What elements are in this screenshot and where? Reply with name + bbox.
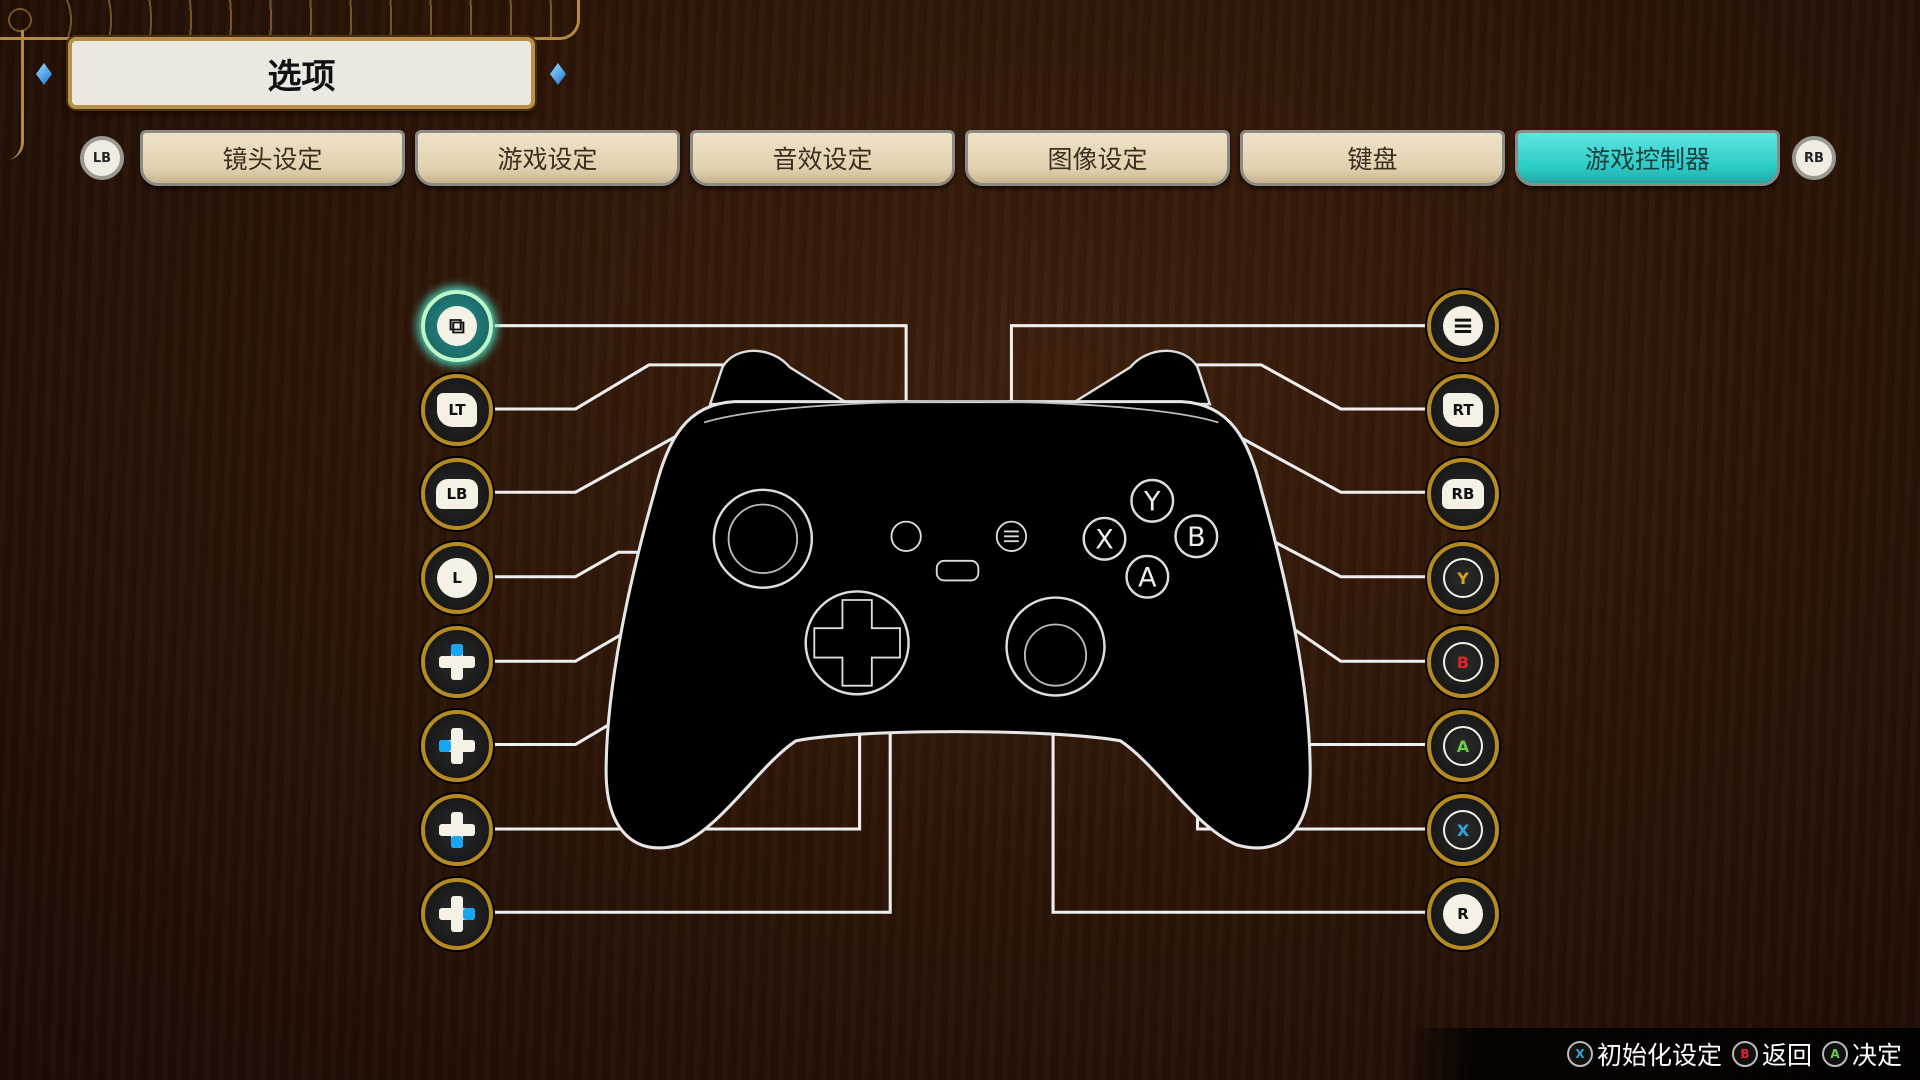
right-trigger-icon: RT — [1443, 393, 1483, 427]
page-title: 选项 — [68, 37, 535, 109]
gem-left-icon — [36, 63, 52, 85]
share-button — [935, 559, 980, 582]
right-stick-icon: R — [1443, 894, 1483, 934]
x-button-icon: X — [1443, 810, 1483, 850]
dpad-right-icon — [439, 896, 475, 932]
b-button-icon: B — [1731, 1041, 1758, 1067]
mapping-menu-button[interactable]: ≡ — [1427, 290, 1499, 362]
dpad — [804, 590, 910, 696]
prev-tab-lb-button[interactable]: LB — [80, 136, 124, 180]
tab-2[interactable]: 音效设定 — [690, 130, 955, 186]
mapping-rb-button[interactable]: RB — [1427, 458, 1499, 530]
hint-label: 初始化设定 — [1596, 1041, 1722, 1070]
gem-right-icon — [550, 63, 566, 85]
tab-3[interactable]: 图像设定 — [965, 130, 1230, 186]
mapping-b-button[interactable]: B — [1427, 626, 1499, 698]
title-ornament-left — [0, 30, 24, 160]
left-bumper-icon: LB — [436, 479, 478, 509]
hint-label: 返回 — [1761, 1041, 1812, 1070]
tab-bar: 镜头设定游戏设定音效设定图像设定键盘游戏控制器 — [140, 130, 1780, 186]
dpad-up-icon — [439, 644, 475, 680]
y-button-icon: Y — [1443, 558, 1483, 598]
mapping-a-button[interactable]: A — [1427, 710, 1499, 782]
controller-a-label: A — [1138, 563, 1157, 594]
mapping-y-button[interactable]: Y — [1427, 542, 1499, 614]
a-button-icon: A — [1443, 726, 1483, 766]
dpad-down-icon — [439, 812, 475, 848]
right-bumper-icon: RB — [1442, 479, 1484, 509]
mapping-dpad-up-button[interactable] — [421, 626, 493, 698]
mapping-dpad-right-button[interactable] — [421, 878, 493, 950]
mapping-view-button[interactable]: ⧉ — [421, 290, 493, 362]
mapping-lt-button[interactable]: LT — [421, 374, 493, 446]
mapping-lb-button[interactable]: LB — [421, 458, 493, 530]
next-tab-rb-button[interactable]: RB — [1792, 136, 1836, 180]
mapping-ls-button[interactable]: L — [421, 542, 493, 614]
controller-x-label: X — [1095, 525, 1113, 556]
a-button-icon: A — [1821, 1041, 1848, 1067]
right-stick — [1005, 596, 1106, 697]
hint-label: 决定 — [1851, 1041, 1902, 1070]
controller-y-label: Y — [1143, 487, 1161, 518]
mapping-x-button[interactable]: X — [1427, 794, 1499, 866]
dpad-left-icon — [439, 728, 475, 764]
tab-4[interactable]: 键盘 — [1240, 130, 1505, 186]
mapping-dpad-down-button[interactable] — [421, 794, 493, 866]
left-trigger-icon: LT — [437, 393, 477, 427]
b-button-icon: B — [1443, 642, 1483, 682]
view-button — [890, 520, 922, 552]
controller-b-label: B — [1187, 522, 1205, 553]
mapping-rs-button[interactable]: R — [1427, 878, 1499, 950]
tab-0[interactable]: 镜头设定 — [140, 130, 405, 186]
left-stick-icon: L — [437, 558, 477, 598]
mapping-rt-button[interactable]: RT — [1427, 374, 1499, 446]
x-button-icon: X — [1566, 1041, 1593, 1067]
mapping-dpad-left-button[interactable] — [421, 710, 493, 782]
tab-5[interactable]: 游戏控制器 — [1515, 130, 1780, 186]
view-button-icon: ⧉ — [437, 306, 477, 346]
controller-body: Y B A X — [604, 349, 1312, 850]
menu-button-icon: ≡ — [1443, 306, 1483, 346]
tab-1[interactable]: 游戏设定 — [415, 130, 680, 186]
